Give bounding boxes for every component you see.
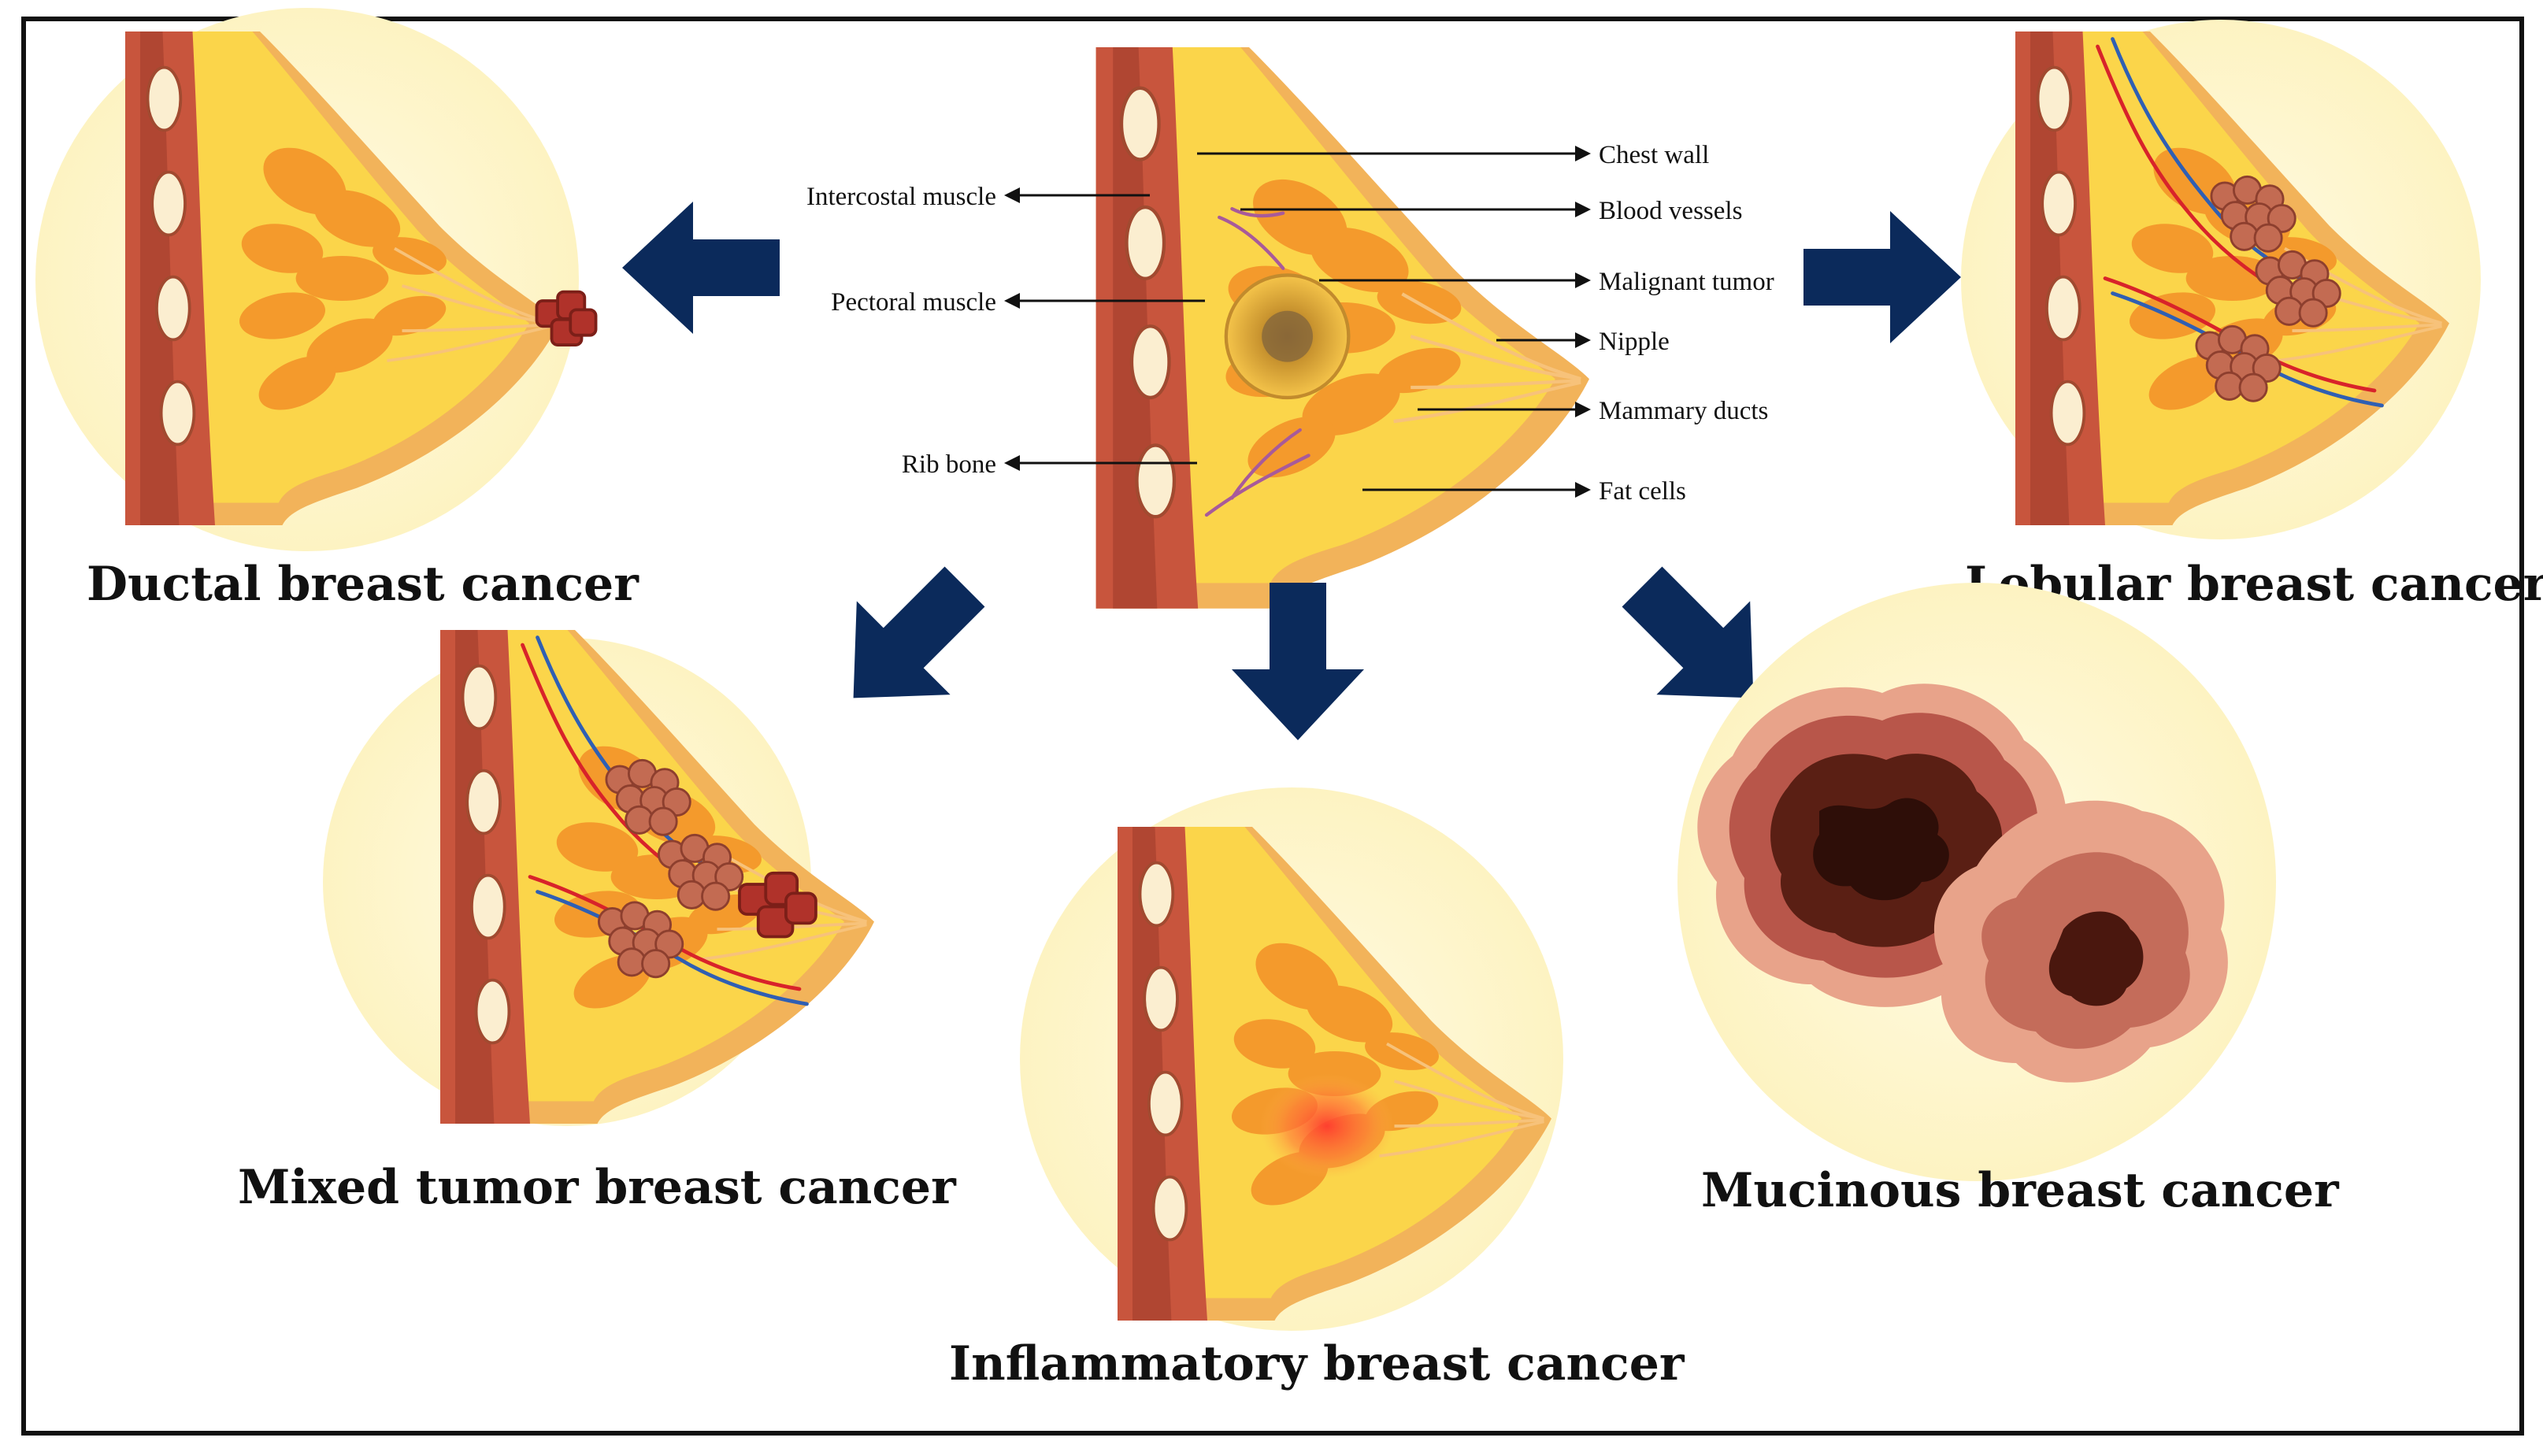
mixed-tumor-icon [738, 871, 817, 939]
arrow-to-ductal [622, 202, 780, 334]
ductal-title: Ductal breast cancer [87, 557, 639, 612]
labels-left: Intercostal muscle Pectoral muscle Rib b… [806, 183, 996, 479]
label-nipple: Nipple [1599, 328, 1670, 356]
ductal-panel: Ductal breast cancer [35, 8, 639, 612]
mucinous-panel: Mucinous breast cancer [1677, 583, 2340, 1218]
labels-right: Chest wall Blood vessels Malignant tumor… [1599, 141, 1774, 506]
inflammatory-title: Inflammatory breast cancer [949, 1336, 1685, 1391]
label-fat-cells: Fat cells [1599, 477, 1686, 506]
anatomy-diagram: Chest wall Blood vessels Malignant tumor… [806, 47, 1774, 609]
lobular-panel: Lobular breast cancer [1961, 20, 2543, 612]
label-rib-bone: Rib bone [902, 450, 996, 479]
label-intercostal-muscle: Intercostal muscle [806, 183, 996, 211]
label-malignant-tumor: Malignant tumor [1599, 268, 1774, 296]
arrow-to-mixed [806, 539, 1012, 745]
label-mammary-ducts: Mammary ducts [1599, 397, 1768, 425]
label-chest-wall: Chest wall [1599, 141, 1709, 169]
label-blood-vessels: Blood vessels [1599, 197, 1742, 225]
arrow-to-lobular [1803, 211, 1961, 343]
mixed-panel: Mixed tumor breast cancer [238, 628, 957, 1215]
leaders-left [1004, 187, 1205, 471]
ductal-tumor-icon [535, 290, 598, 346]
leaders-right [1197, 146, 1591, 498]
inflammation-icon [1259, 1073, 1395, 1179]
figure-frame [21, 17, 2524, 1436]
inflammatory-panel: Inflammatory breast cancer [949, 787, 1685, 1391]
mixed-title: Mixed tumor breast cancer [238, 1160, 957, 1215]
mucinous-title: Mucinous breast cancer [1701, 1163, 2340, 1218]
label-pectoral-muscle: Pectoral muscle [831, 288, 996, 317]
mucinous-tumor-small [1933, 800, 2228, 1083]
